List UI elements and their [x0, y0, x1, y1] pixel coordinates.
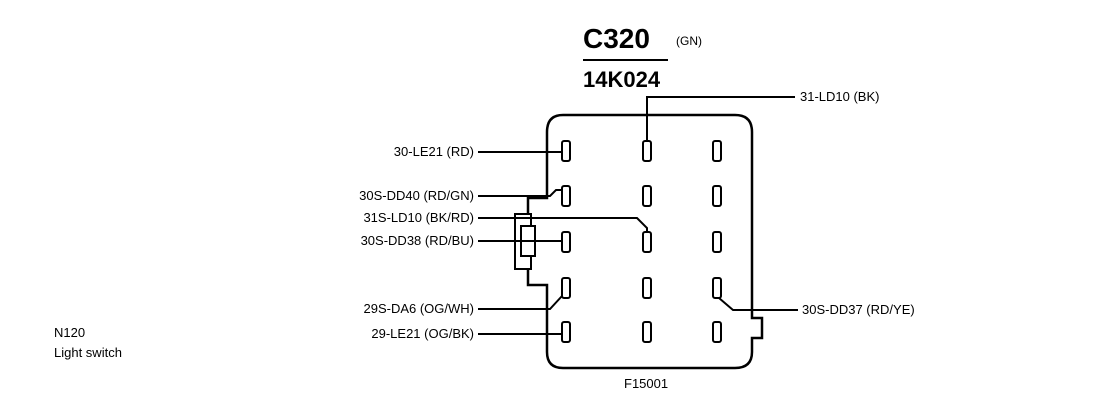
- pin-r1-c3: [712, 140, 722, 162]
- wire-leaders: [478, 96, 798, 335]
- pin-r2-c2: [642, 185, 652, 207]
- pin-r2-c3: [712, 185, 722, 207]
- leader-29s-da6: [478, 295, 563, 310]
- wire-label: 29-LE21 (OG/BK): [371, 326, 474, 341]
- connector-color-code: (GN): [676, 34, 702, 48]
- connector-id: C320: [583, 23, 650, 54]
- pin-r2-c1: [561, 185, 571, 207]
- component-code: N120: [54, 325, 85, 340]
- leader-30s-dd40: [478, 189, 562, 197]
- pin-r3-c3: [712, 231, 722, 253]
- leader-30s-dd37: [718, 297, 798, 311]
- pin-r1-c2: [642, 140, 652, 162]
- wire-label: 30S-DD40 (RD/GN): [359, 188, 474, 203]
- leader-31s-ld10: [478, 217, 648, 232]
- pin-r5-c3: [712, 321, 722, 343]
- pin-r4-c1: [561, 277, 571, 299]
- figure-id: F15001: [624, 376, 668, 391]
- pin-r4-c3: [712, 277, 722, 299]
- pin-r5-c2: [642, 321, 652, 343]
- wire-label: 30-LE21 (RD): [394, 144, 474, 159]
- wire-label: 29S-DA6 (OG/WH): [363, 301, 474, 316]
- wire-label: 30S-DD38 (RD/BU): [361, 233, 474, 248]
- pin-r3-c2: [642, 231, 652, 253]
- wire-label: 31S-LD10 (BK/RD): [363, 210, 474, 225]
- pin-r5-c1: [561, 321, 571, 343]
- component-name: Light switch: [54, 345, 122, 360]
- pin-r3-c1: [561, 231, 571, 253]
- leader-31-ld10: [646, 96, 795, 141]
- wire-label: 30S-DD37 (RD/YE): [802, 302, 915, 317]
- wire-label: 31-LD10 (BK): [800, 89, 879, 104]
- pin-r4-c2: [642, 277, 652, 299]
- pin-r1-c1: [561, 140, 571, 162]
- part-number: 14K024: [583, 67, 661, 92]
- pin-grid: [561, 140, 722, 343]
